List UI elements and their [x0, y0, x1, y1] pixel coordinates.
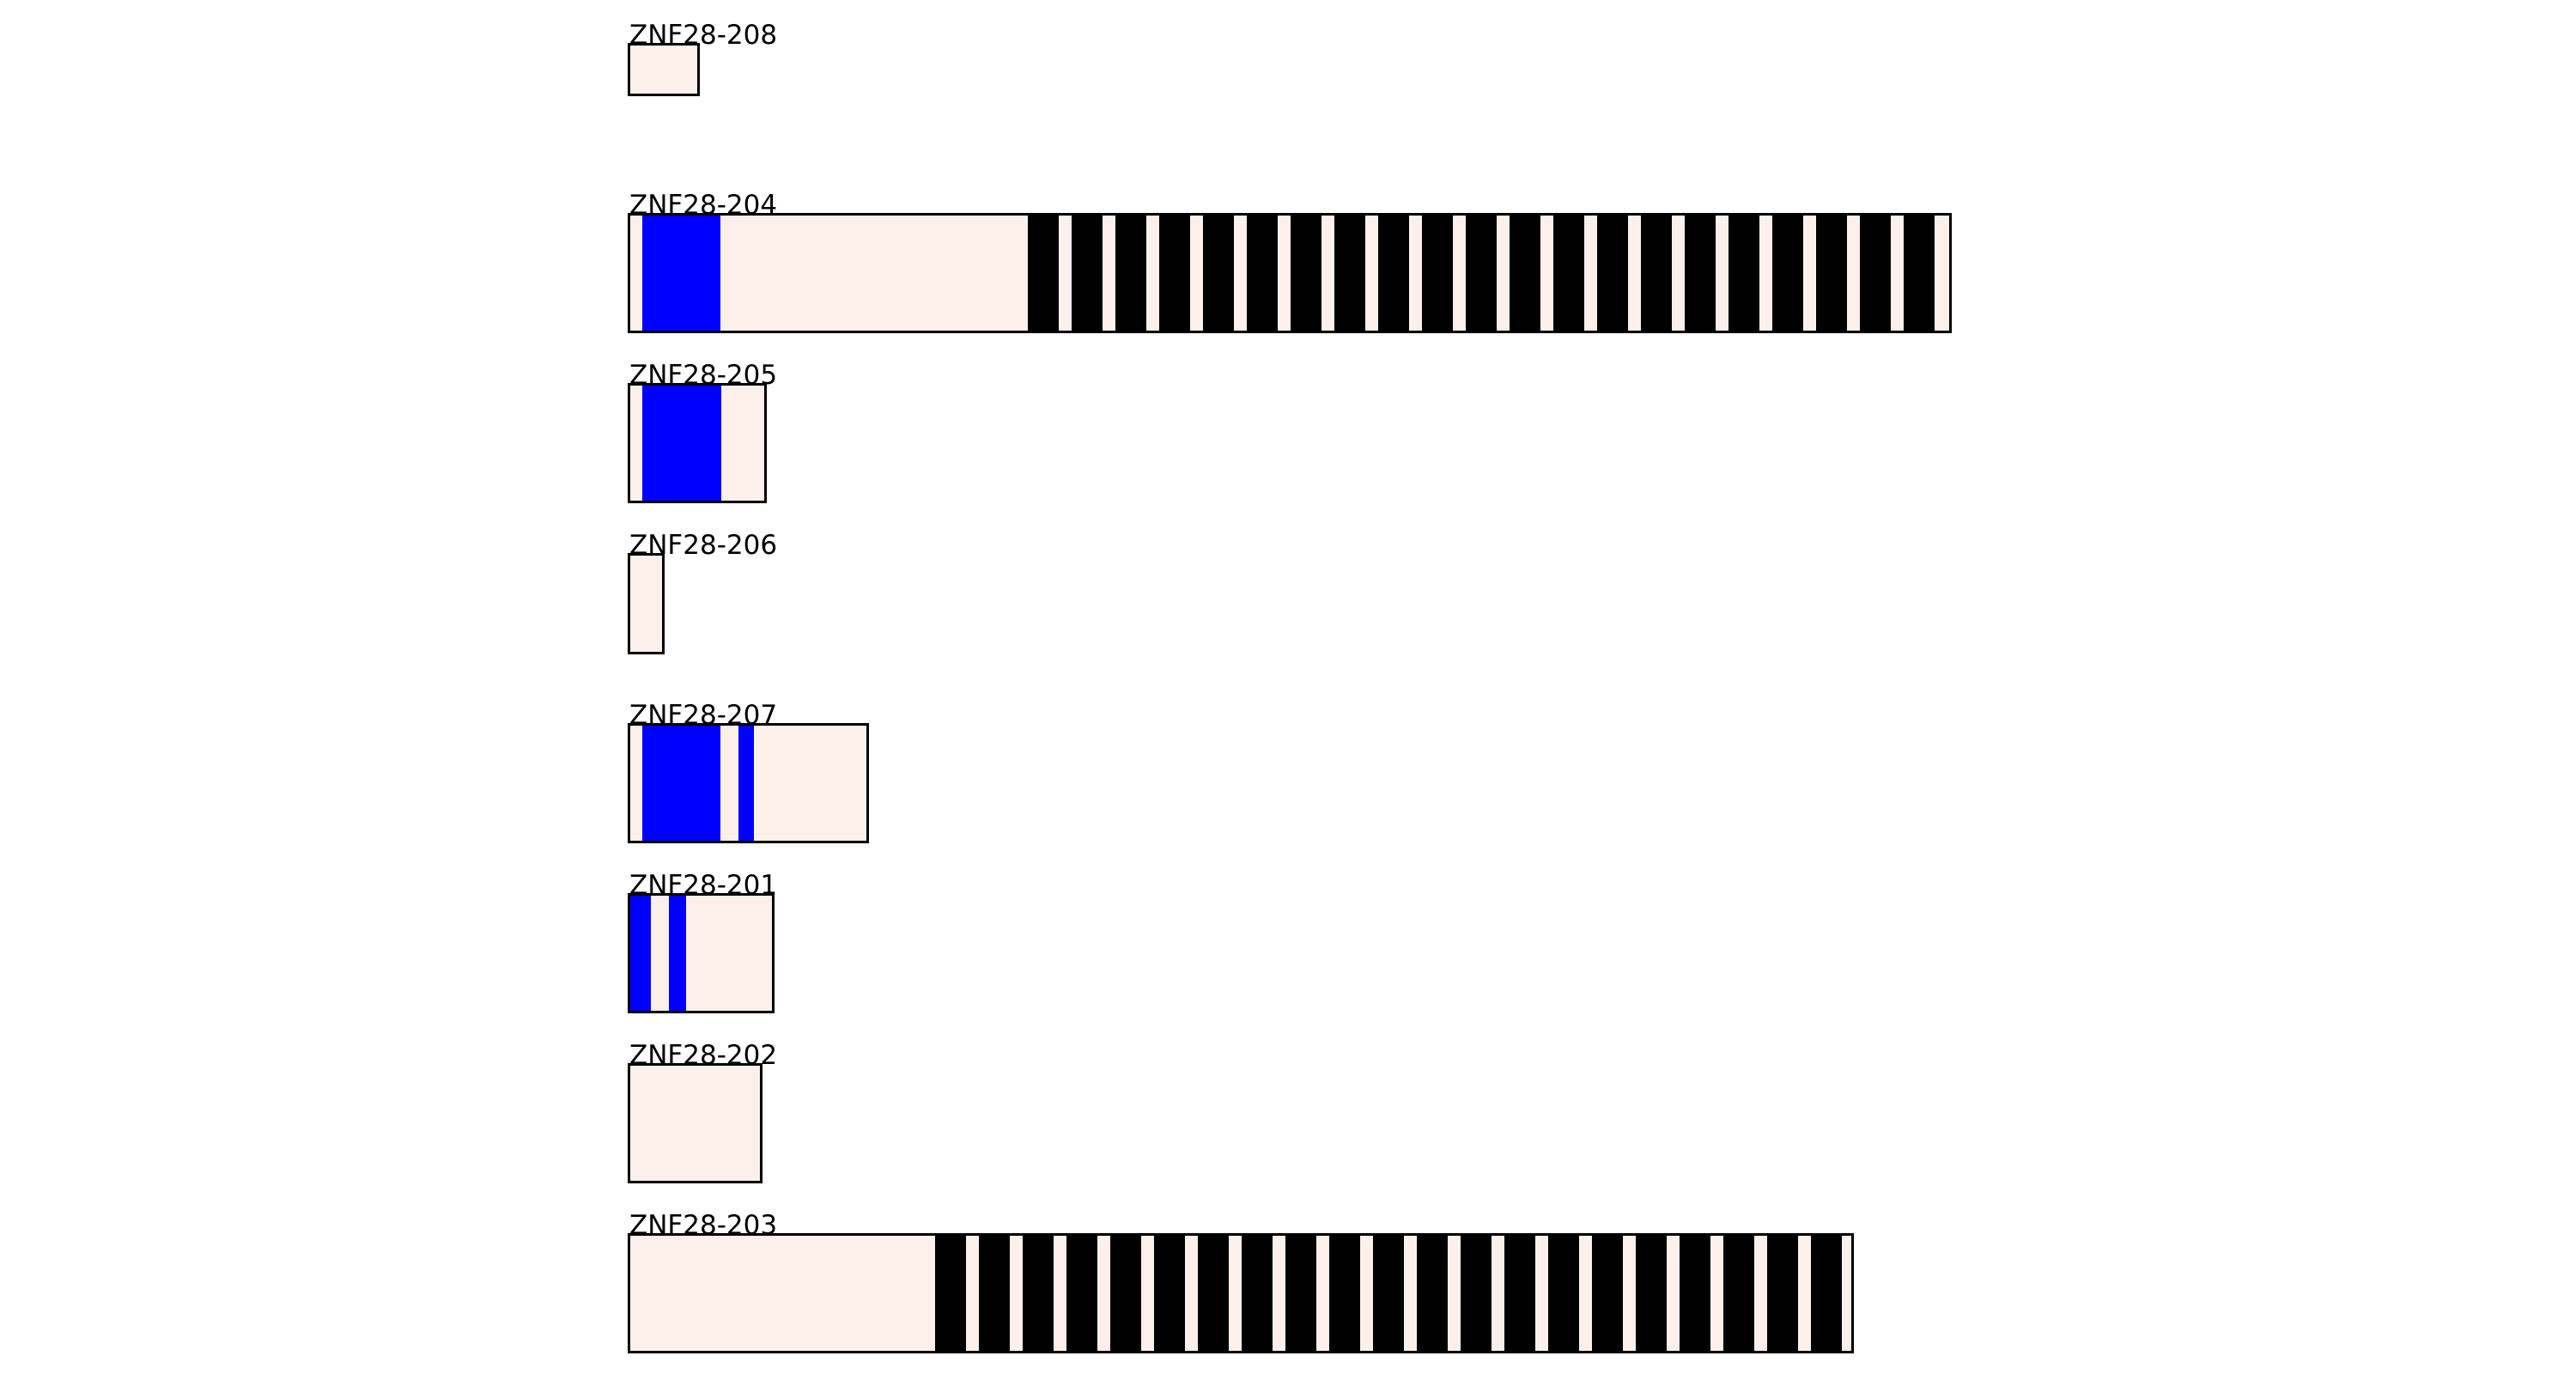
repeat-stripe — [1110, 1236, 1141, 1351]
repeat-stripe — [1198, 1236, 1229, 1351]
repeat-stripe — [1291, 216, 1321, 331]
repeat-stripe — [1461, 1236, 1492, 1351]
repeat-stripe — [1767, 1236, 1798, 1351]
repeat-stripe — [1904, 216, 1935, 331]
track-box-znf28-204[interactable] — [628, 213, 1952, 333]
segment-cream — [720, 726, 738, 841]
repeat-stripe — [1685, 216, 1716, 331]
segment-cream — [754, 726, 866, 841]
repeat-stripe — [1154, 1236, 1185, 1351]
repeat-stripe — [1592, 1236, 1623, 1351]
segment-blue — [642, 726, 720, 841]
track-box-znf28-207[interactable] — [628, 723, 869, 843]
segment-cream — [720, 216, 1030, 331]
repeat-stripe — [1510, 216, 1540, 331]
repeat-stripe-region — [1028, 216, 1949, 331]
segment-cream — [630, 1236, 938, 1351]
repeat-stripe — [1466, 216, 1497, 331]
track-box-znf28-206[interactable] — [628, 553, 665, 654]
repeat-stripe — [1772, 216, 1803, 331]
repeat-stripe — [1242, 1236, 1273, 1351]
repeat-stripe — [1247, 216, 1278, 331]
repeat-stripe — [1028, 216, 1059, 331]
repeat-stripe — [1504, 1236, 1535, 1351]
segment-blue — [642, 386, 721, 501]
repeat-stripe — [1811, 1236, 1842, 1351]
segment-cream — [630, 46, 697, 94]
repeat-stripe-region — [935, 1236, 1851, 1351]
repeat-stripe — [1023, 1236, 1054, 1351]
repeat-stripe — [1378, 216, 1409, 331]
repeat-stripe — [1329, 1236, 1360, 1351]
repeat-stripe — [1203, 216, 1234, 331]
repeat-stripe — [1417, 1236, 1448, 1351]
track-box-znf28-205[interactable] — [628, 383, 767, 503]
repeat-stripe — [1072, 216, 1103, 331]
repeat-stripe — [1334, 216, 1365, 331]
repeat-stripe — [935, 1236, 966, 1351]
repeat-stripe — [1553, 216, 1584, 331]
repeat-stripe — [979, 1236, 1010, 1351]
track-box-znf28-202[interactable] — [628, 1063, 762, 1183]
repeat-stripe — [1159, 216, 1190, 331]
segment-cream — [651, 896, 669, 1011]
repeat-stripe — [1723, 1236, 1754, 1351]
repeat-stripe — [1680, 1236, 1710, 1351]
repeat-stripe — [1115, 216, 1146, 331]
track-box-znf28-201[interactable] — [628, 893, 775, 1013]
segment-cream — [630, 726, 642, 841]
segment-cream — [630, 556, 662, 652]
track-box-znf28-203[interactable] — [628, 1233, 1854, 1353]
repeat-stripe — [1422, 216, 1453, 331]
segment-blue — [669, 896, 686, 1011]
segment-cream — [686, 896, 772, 1011]
repeat-stripe — [1641, 216, 1672, 331]
segment-cream — [630, 216, 642, 331]
repeat-stripe — [1728, 216, 1759, 331]
repeat-stripe — [1066, 1236, 1097, 1351]
segment-blue — [630, 896, 651, 1011]
segment-cream — [630, 1066, 760, 1181]
repeat-stripe — [1816, 216, 1847, 331]
repeat-stripe — [1860, 216, 1891, 331]
repeat-stripe — [1548, 1236, 1579, 1351]
segment-blue — [738, 726, 754, 841]
segment-cream — [721, 386, 764, 501]
segment-cream — [630, 386, 642, 501]
repeat-stripe — [1636, 1236, 1667, 1351]
track-box-znf28-208[interactable] — [628, 43, 700, 96]
repeat-stripe — [1597, 216, 1628, 331]
segment-blue — [642, 216, 720, 331]
repeat-stripe — [1373, 1236, 1404, 1351]
repeat-stripe — [1285, 1236, 1316, 1351]
